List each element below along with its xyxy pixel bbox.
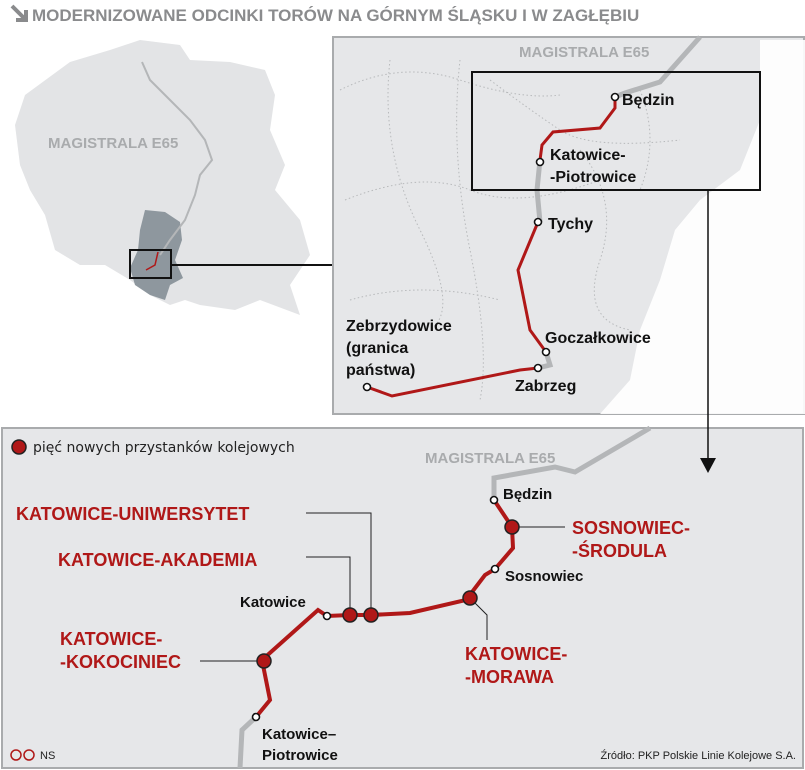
legend-text: pięć nowych przystanków kolejowych (33, 440, 295, 456)
label-srodula-2: -ŚRODULA (572, 540, 667, 561)
station-piotrowice-1: Katowice– (262, 726, 336, 743)
detail-e65-label: MAGISTRALA E65 (519, 44, 649, 61)
modernized-line-detail (366, 97, 617, 398)
label-kokociniec-2: -KOKOCINIEC (60, 652, 181, 672)
label-morawa-2: -MORAWA (465, 667, 554, 687)
new-stop-markers (256, 519, 520, 669)
station-tychy: Tychy (548, 216, 593, 233)
modernized-line-zoom (254, 498, 516, 719)
new-stop-uniwersytet (363, 607, 379, 623)
station-katowice-piotrowice-1: Katowice- (550, 147, 626, 164)
title-arrow-icon (10, 4, 28, 22)
e65-line-overview (141, 61, 214, 256)
station-zabrzeg: Zabrzeg (515, 378, 576, 395)
station-bedzin: Będzin (503, 486, 552, 503)
new-stop-srodula (504, 519, 520, 535)
new-stop-morawa (462, 590, 478, 606)
station-sosnowiec: Sosnowiec (505, 568, 583, 585)
new-stop-akademia (342, 607, 358, 623)
e65-line-zoom (491, 425, 652, 500)
zoom-e65-label: MAGISTRALA E65 (425, 450, 555, 467)
station-goczalkowice: Goczałkowice (545, 330, 651, 347)
station-piotrowice-2: Piotrowice (262, 747, 338, 764)
detail-focus-box (471, 71, 761, 191)
e65-line-detail (614, 35, 702, 100)
copyright-icon (10, 749, 35, 761)
zoom-map: MAGISTRALA E65 pięć nowych przystanków k… (1, 425, 804, 769)
label-morawa-1: KATOWICE- (465, 644, 567, 664)
legend-marker-icon (11, 439, 27, 455)
station-bedzin: Będzin (622, 92, 674, 109)
station-zebrzydowice-2: (granica (346, 340, 408, 357)
page-title: MODERNIZOWANE ODCINKI TORÓW NA GÓRNYM ŚL… (32, 6, 639, 25)
label-uniwersytet: KATOWICE-UNIWERSYTET (16, 504, 249, 524)
detail-map: MAGISTRALA E65 Będzin Katowice- -Piotrow… (332, 35, 805, 415)
overview-e65-label: MAGISTRALA E65 (48, 135, 178, 152)
station-katowice-piotrowice-2: -Piotrowice (550, 169, 636, 186)
new-stop-kokociniec (256, 653, 272, 669)
source-note: Źródło: PKP Polskie Linie Kolejowe S.A. (601, 749, 796, 762)
station-katowice: Katowice (240, 594, 306, 611)
label-kokociniec-1: KATOWICE- (60, 629, 162, 649)
label-akademia: KATOWICE-AKADEMIA (58, 550, 257, 570)
author-credit: NS (40, 750, 55, 762)
arrow-to-zoom (700, 190, 716, 473)
station-zebrzydowice-1: Zebrzydowice (346, 318, 452, 335)
label-srodula-1: SOSNOWIEC- (572, 518, 690, 538)
poland-map: MAGISTRALA E65 (15, 40, 310, 315)
station-zebrzydowice-3: państwa) (346, 362, 415, 379)
